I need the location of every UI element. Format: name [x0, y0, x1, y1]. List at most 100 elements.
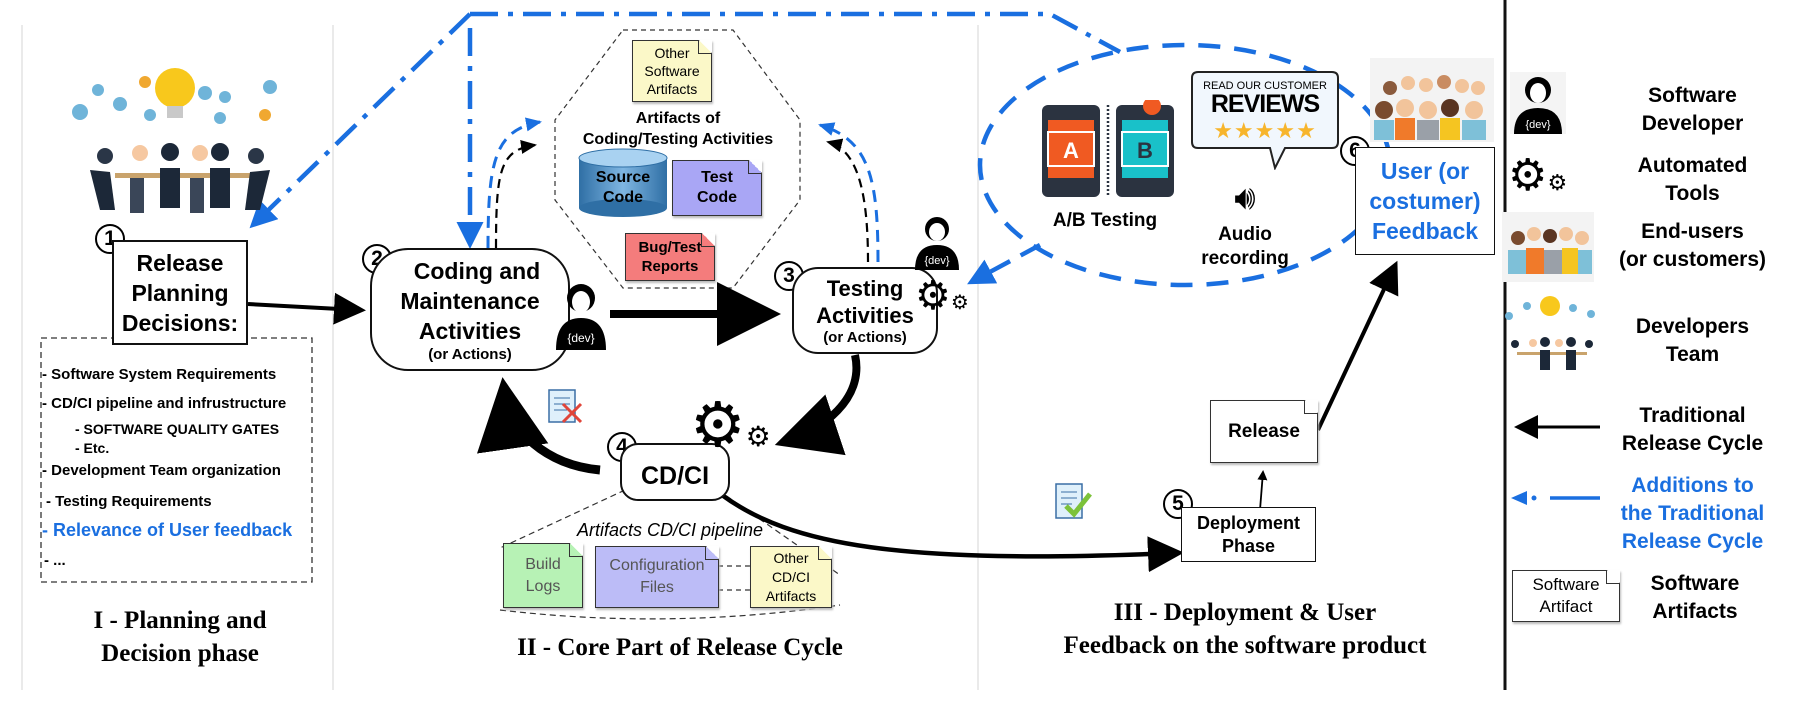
- pipeline-artifacts-title: Artifacts CD/CI pipeline: [576, 520, 764, 540]
- legend-line: Automated: [1637, 154, 1748, 177]
- arrow-testing-to-cdci: [774, 354, 861, 456]
- gears-icon: ⚙⚙: [915, 274, 969, 318]
- doc-line: Other: [654, 45, 690, 61]
- team-meeting-icon: [72, 68, 277, 213]
- legend-line: Software: [1648, 84, 1737, 107]
- source-code-label: Source Code: [579, 168, 667, 208]
- phase-title-core: II - Core Part of Release Cycle: [517, 634, 843, 661]
- legend-line: End-users: [1641, 220, 1744, 243]
- doc-line: Code: [697, 189, 737, 206]
- software-developer-icon: {dev}: [912, 212, 962, 270]
- legend-label-automated-tools: Automated Tools: [1610, 152, 1775, 208]
- box-line: costumer): [1369, 188, 1481, 214]
- phase-title-line: I - Planning and: [93, 607, 267, 634]
- doc-line: Artifacts: [765, 587, 817, 604]
- legend-crowd-icon: [1502, 212, 1594, 282]
- legend-team-icon: [1495, 292, 1607, 374]
- decision-item-user-feedback: - Relevance of User feedback: [42, 520, 293, 540]
- legend-line: (or customers): [1618, 248, 1767, 271]
- label-line: Source: [595, 169, 651, 186]
- doc-line: Test: [701, 169, 733, 186]
- legend-software-developer-icon: {dev}: [1510, 72, 1566, 134]
- decision-item: - Etc.: [75, 440, 110, 456]
- variant-b-label: B: [1137, 138, 1153, 163]
- phase-title-line: III - Deployment & User: [1113, 599, 1377, 626]
- legend-software-artifact-sample: Software Artifact: [1512, 570, 1620, 622]
- software-developer-icon: {dev}: [552, 278, 610, 350]
- doc-line: CD/CI: [771, 568, 811, 585]
- arrow-release-to-feedback: [1316, 260, 1399, 431]
- legend-label-developers-team: Developers Team: [1610, 313, 1775, 369]
- doc-line: Logs: [525, 577, 561, 595]
- testing-activities-box[interactable]: Testing Activities (or Actions): [792, 267, 938, 354]
- cdci-label: CD/CI: [640, 461, 710, 490]
- arrow-deploy-to-release: [1257, 470, 1268, 511]
- doc-line: Configuration: [609, 557, 705, 574]
- label-line: Audio: [1218, 224, 1272, 245]
- ab-testing-icon: A B: [1040, 97, 1180, 200]
- doc-line: Artifacts: [646, 81, 698, 97]
- legend-line: Developers: [1635, 315, 1750, 338]
- legend-gears-icon: ⚙⚙: [1508, 151, 1568, 200]
- doc-line: Reports: [641, 258, 699, 275]
- additions-testing-artifacts: [818, 122, 880, 263]
- audio-recording-label: Audio recording: [1185, 223, 1305, 271]
- release-artifact-doc[interactable]: Release: [1210, 400, 1318, 463]
- customer-reviews-bubble: READ OUR CUSTOMER REVIEWS ★★★★★: [1190, 70, 1340, 170]
- additions-coding-artifacts: [486, 117, 542, 249]
- decision-item: - Testing Requirements: [46, 493, 212, 510]
- release-planning-decisions-box[interactable]: Release Planning Decisions:: [112, 240, 248, 345]
- arrow-cdci-to-coding: [477, 377, 601, 475]
- box-line: Planning: [131, 279, 229, 306]
- phase-title-planning: I - Planning and Decision phase: [40, 604, 320, 670]
- legend-label-software-developer: Software Developer: [1610, 82, 1775, 138]
- legend-line: the Traditional: [1620, 502, 1765, 525]
- end-users-crowd-icon: [1370, 58, 1494, 142]
- reviews-line2: REVIEWS: [1210, 90, 1320, 118]
- legend-label-additions: Additions to the Traditional Release Cyc…: [1605, 472, 1780, 556]
- doc-line: Software: [1532, 575, 1600, 594]
- doc-line: Artifact: [1539, 597, 1593, 616]
- box-line: Phase: [1221, 535, 1276, 556]
- doc-line: Build: [525, 555, 561, 573]
- decision-item: - SOFTWARE QUALITY GATES: [75, 421, 280, 437]
- coding-maintenance-box[interactable]: Coding and Maintenance Activities (or Ac…: [370, 248, 570, 371]
- test-code-doc: Test Code: [672, 160, 762, 216]
- decision-item: - ...: [44, 552, 66, 569]
- cdci-box[interactable]: CD/CI: [620, 443, 730, 501]
- legend-arrowhead: [1511, 491, 1527, 505]
- legend-label-traditional-release-cycle: Traditional Release Cycle: [1605, 402, 1780, 458]
- bug-test-reports-doc: Bug/Test Reports: [625, 233, 715, 281]
- box-line: Testing: [826, 275, 904, 301]
- title-line: Coding/Testing Activities: [582, 131, 774, 148]
- box-line: Activities: [816, 302, 914, 328]
- reject-document-icon: [545, 386, 585, 426]
- doc-line: Software: [644, 63, 700, 79]
- legend-label-software-artifacts: Software Artifacts: [1620, 570, 1770, 626]
- five-star-rating-icon: ★★★★★: [1213, 118, 1317, 143]
- phase-title-line: Decision phase: [101, 640, 259, 667]
- source-code-cylinder: [578, 148, 668, 217]
- box-sub: (or Actions): [823, 328, 907, 346]
- arrow-cdci-to-deployment: [720, 493, 1184, 573]
- legend-line: Software: [1650, 572, 1740, 595]
- box-line: Deployment: [1196, 512, 1301, 533]
- doc-line: Release: [1228, 420, 1300, 442]
- reviews-line1: READ OUR CUSTOMER: [1203, 80, 1327, 92]
- user-feedback-box[interactable]: User (or costumer) Feedback: [1355, 147, 1495, 255]
- approved-document-icon: [1052, 480, 1094, 524]
- box-line: User (or: [1380, 158, 1470, 184]
- box-line: Maintenance: [400, 287, 540, 314]
- box-line: Feedback: [1371, 218, 1479, 244]
- box-line: Decisions:: [121, 309, 239, 336]
- arrow-coding-to-artifacts-dashed: [494, 140, 537, 249]
- box-line: Coding and: [413, 257, 541, 284]
- deployment-phase-box[interactable]: Deployment Phase: [1181, 507, 1316, 562]
- legend-line: Release Cycle: [1621, 432, 1764, 455]
- legend-line: Additions to: [1631, 474, 1754, 497]
- phase-title-deployment: III - Deployment & User Feedback on the …: [1000, 596, 1490, 662]
- decision-item: - Software System Requirements: [42, 366, 277, 383]
- label-line: recording: [1201, 248, 1289, 269]
- doc-line: Bug/Test: [638, 239, 702, 256]
